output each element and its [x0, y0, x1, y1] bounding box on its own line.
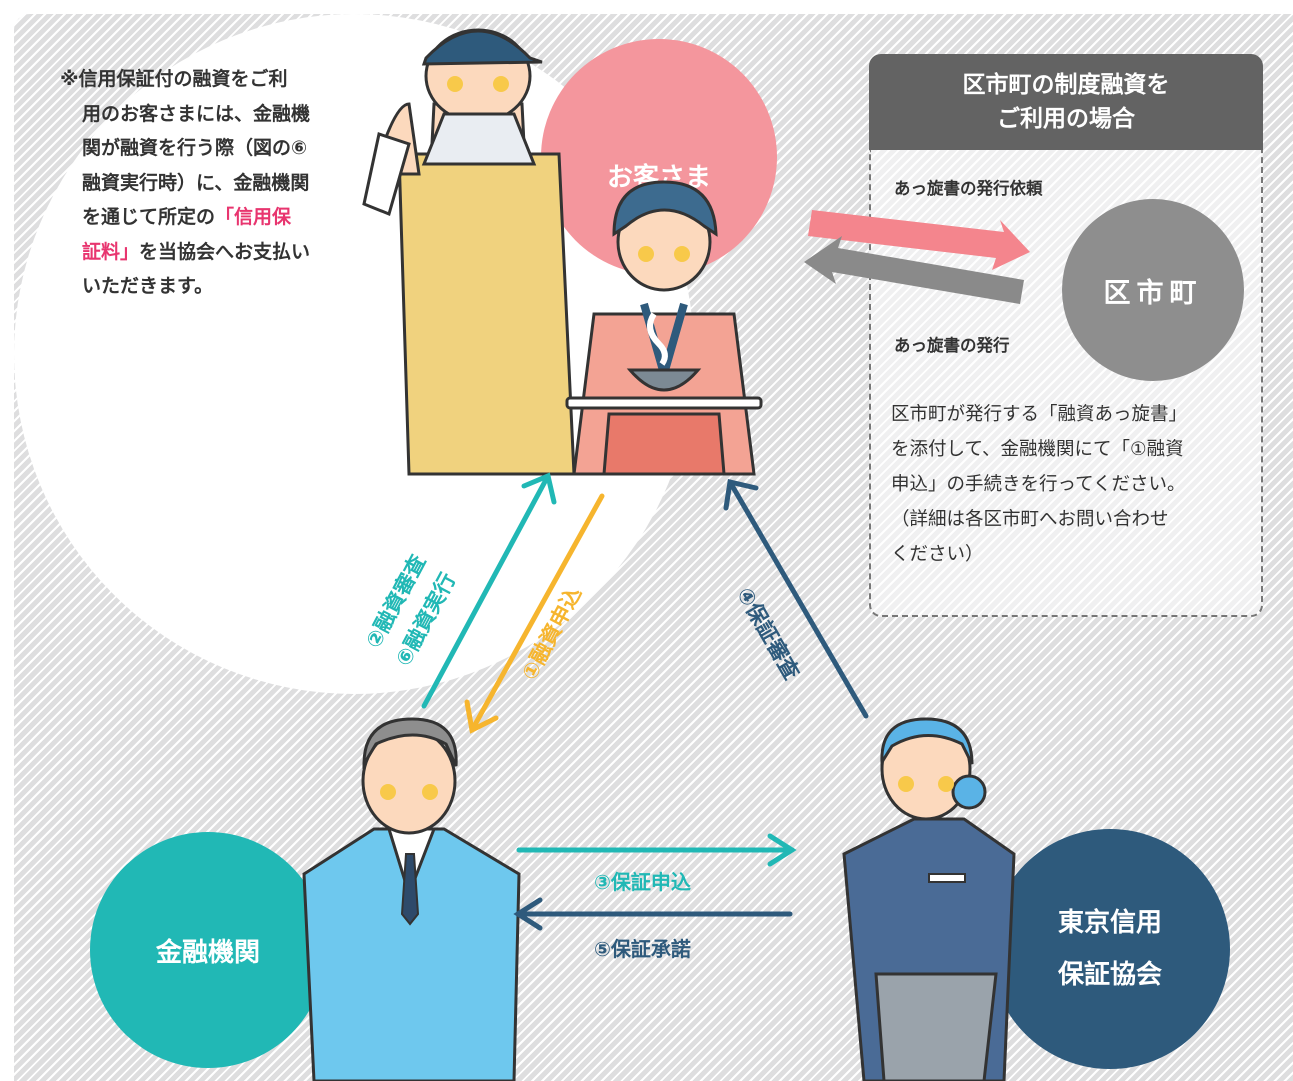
instruction-line: ください）: [891, 544, 984, 565]
note-line: を通じて所定の「信用保: [60, 200, 360, 235]
issue-arrow: [804, 236, 1024, 304]
note-line: 関が融資を行う際（図の⑥: [82, 137, 308, 159]
flow-label-5: ⑤保証承諾: [594, 937, 691, 961]
note-line: 用のお客さまには、金融機: [82, 102, 311, 125]
request-arrow: [808, 210, 1030, 270]
diagram-background: ※信用保証付の融資をご利 用のお客さまには、金融機 関が融資を行う際（図の⑥ 融…: [14, 14, 1293, 1081]
note-highlight: 証料」: [82, 240, 140, 263]
note-line: 融資実行時）に、金融機関: [82, 171, 310, 194]
bank-label: 金融機関: [155, 937, 260, 968]
municipal-loan-box-header: 区市町の制度融資を ご利用の場合: [869, 54, 1263, 150]
note-text: を通じて所定の: [82, 206, 216, 228]
instruction-line: （詳細は各区市町へお問い合わせ: [891, 509, 1169, 530]
issue-label: あっ旋書の発行: [894, 336, 1010, 355]
note-line: ※信用保証付の融資をご利: [60, 68, 288, 90]
flow-arrow-2-6: [421, 472, 557, 709]
flow-arrow-3: [516, 833, 797, 867]
server-illustration: [565, 180, 763, 476]
flow-arrow-5: [513, 897, 793, 931]
bank-circle: 金融機関: [90, 832, 326, 1068]
flow-arrow-4: [723, 478, 869, 719]
city-circle: 区市町: [1062, 199, 1244, 381]
instruction-line: を添付して、金融機関にて「①融資: [891, 439, 1184, 460]
city-label: 区市町: [1103, 277, 1203, 309]
note-highlight: 「信用保: [215, 206, 292, 228]
flow-label-3: ③保証申込: [594, 870, 691, 894]
guarantee-association-circle: 東京信用 保証協会: [990, 829, 1230, 1069]
banker-illustration: [302, 717, 521, 1081]
guarantee-label-line2: 保証協会: [1057, 960, 1162, 990]
diagram-graphics: [302, 28, 1030, 1081]
request-label: あっ旋書の発行依頼: [894, 179, 1043, 198]
shop-owner-illustration: [362, 28, 576, 476]
flow-arrow-1: [464, 493, 605, 734]
note-text: を当協会へお支払い: [139, 240, 311, 263]
note-line: 証料」を当協会へお支払い: [60, 235, 360, 270]
guarantee-fee-note: ※信用保証付の融資をご利 用のお客さまには、金融機 関が融資を行う際（図の⑥ 融…: [60, 62, 360, 304]
municipal-instructions: 区市町が発行する「融資あっ旋書」 を添付して、金融機関にて「①融資 申込」の手続…: [891, 397, 1251, 572]
instruction-line: 申込」の手続きを行ってください。: [891, 474, 1186, 495]
box-title-line2: ご利用の場合: [997, 106, 1135, 132]
guarantee-label-line1: 東京信用: [1057, 908, 1162, 938]
instruction-line: 区市町が発行する「融資あっ旋書」: [891, 404, 1188, 425]
staff-illustration: [842, 717, 1016, 1081]
note-line: いただきます。: [82, 275, 214, 297]
box-title-line1: 区市町の制度融資を: [962, 72, 1170, 98]
